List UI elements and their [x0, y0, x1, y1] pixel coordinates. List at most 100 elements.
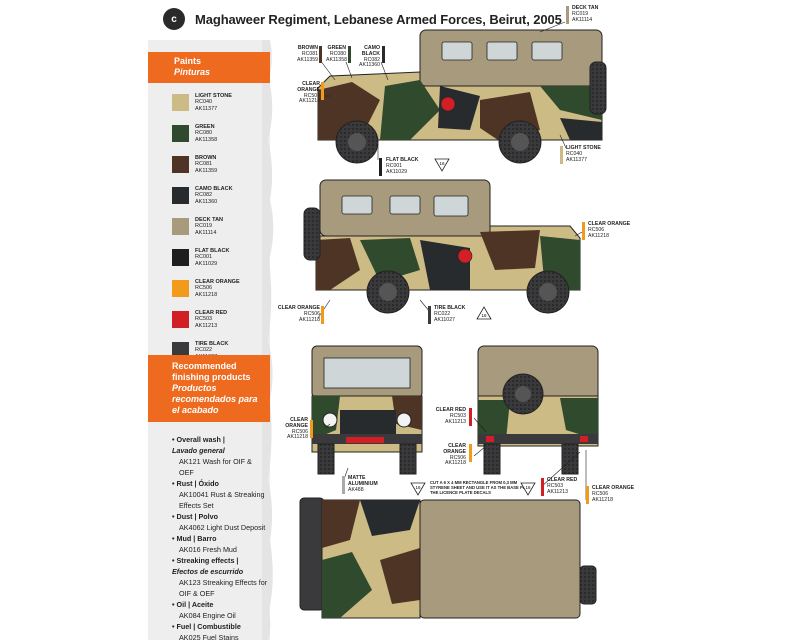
page-title: Maghaweer Regiment, Lebanese Armed Force…: [195, 11, 562, 27]
recommended-item-title: • Oil | Aceite: [172, 599, 268, 610]
clear-orange-5-swatch-tick: [469, 444, 472, 462]
recommended-item-product: AK123 Streaking Effects for: [179, 578, 268, 587]
svg-text:16: 16: [415, 485, 421, 490]
green-swatch-tick: [348, 46, 351, 63]
recommended-item-title: • Rust | Óxido: [172, 478, 268, 489]
paint-swatch: [172, 342, 189, 359]
paint-ak-code: AK11360: [195, 198, 218, 205]
recommended-item-title-es: Lavado general: [172, 446, 225, 455]
section-badge: c: [163, 8, 185, 30]
right-side-view: [303, 179, 581, 314]
paint-swatch: [172, 311, 189, 328]
tire-black-swatch-tick: [428, 306, 431, 324]
paint-ak-code: AK11377: [195, 105, 218, 112]
paint-rc-code: RC001: [195, 254, 213, 261]
recommended-item-product: AK10041 Rust & Streaking: [179, 490, 265, 499]
paint-rc-code: RC019: [195, 223, 213, 230]
paint-rc-code: RC040: [195, 99, 213, 106]
deck-tan-swatch-tick: [566, 6, 569, 24]
clear-orange-4-swatch-tick: [310, 420, 313, 438]
paint-name: TIRE BLACK: [195, 341, 229, 347]
paint-swatch: [172, 280, 189, 297]
bullet-icon: •: [172, 534, 177, 543]
svg-text:16: 16: [439, 161, 445, 166]
recommended-title-text: Oil | Aceite: [176, 600, 214, 609]
paint-ak-code: AK11029: [195, 260, 218, 267]
recommended-title-text: Streaking effects |: [176, 556, 239, 565]
bullet-icon: •: [172, 435, 177, 444]
paint-name: GREEN: [195, 124, 215, 130]
recommended-title-text: Mud | Barro: [176, 534, 217, 543]
view-mark-3: 16: [410, 482, 426, 496]
paint-ak-code: AK11213: [195, 322, 218, 329]
paint-rc-code: RC022: [195, 347, 213, 354]
bullet-icon: •: [172, 556, 177, 565]
recommended-item-title: • Fuel | Combustible: [172, 621, 268, 632]
front-view: [311, 345, 423, 475]
paint-name: CLEAR ORANGE: [195, 279, 240, 285]
paint-swatch: [172, 218, 189, 235]
paint-name: BROWN: [195, 155, 217, 161]
paint-swatch: [172, 187, 189, 204]
view-mark-2: 16: [476, 306, 492, 320]
callout-clear-orange-5: CLEAR ORANGE RC506 AK11218: [443, 443, 466, 467]
clear-orange-3-swatch-tick: [321, 306, 324, 324]
paints-header: Paints Pinturas: [148, 52, 270, 83]
callout-clear-red-1: CLEAR RED RC503 AK11213: [435, 407, 466, 425]
recommended-item-title: • Mud | Barro: [172, 533, 268, 544]
recommended-header: Recommended finishing products Productos…: [148, 355, 270, 422]
clear-orange-2-swatch-tick: [582, 222, 585, 240]
callout-matte-aluminium: MATTE ALUMINIUM AK488: [348, 475, 378, 493]
recommended-item-product: AK016 Fresh Mud: [179, 545, 237, 554]
recommended-item-title: • Overall wash |: [172, 434, 268, 445]
bullet-icon: •: [172, 479, 177, 488]
paint-ak-code: AK11358: [195, 136, 218, 143]
sidebar-brush-edge: [262, 40, 274, 640]
callout-tire-black: TIRE BLACK RC022 AK11027: [434, 305, 466, 323]
paints-header-es: Pinturas: [174, 67, 211, 77]
licence-plate-note: CUT A 6 X 4 MM RECTANGLE FROM 0,3 MM STY…: [430, 480, 529, 495]
recommended-header-es: Productos recomendados para el acabado: [172, 383, 258, 415]
light-stone-swatch-tick: [560, 146, 563, 164]
matte-aluminium-swatch-tick: [342, 476, 345, 494]
recommended-section: Recommended finishing products Productos…: [148, 355, 270, 422]
paint-name: FLAT BLACK: [195, 248, 230, 254]
recommended-header-en: Recommended finishing products: [172, 361, 251, 382]
paint-rc-code: RC080: [195, 130, 213, 137]
paint-ak-code: AK11218: [195, 291, 218, 298]
svg-text:16: 16: [481, 313, 487, 318]
paint-ak-code: AK11114: [195, 229, 217, 236]
callout-clear-orange-2: CLEAR ORANGE RC506 AK11218: [588, 221, 631, 239]
recommended-item-title-es: Efectos de escurrido: [172, 567, 244, 576]
recommended-item-product: AK121 Wash for OIF & OEF: [179, 457, 252, 477]
paint-rc-code: RC082: [195, 192, 213, 199]
recommended-title-text: Fuel | Combustible: [176, 622, 241, 631]
callout-green: GREEN RC080 AK11358: [326, 45, 347, 63]
callout-clear-orange-6: CLEAR ORANGE RC506 AK11218: [592, 485, 635, 503]
callout-clear-orange-3: CLEAR ORANGE RC506 AK11218: [277, 305, 320, 323]
paint-ak-code: AK11359: [195, 167, 218, 174]
clear-orange-6-swatch-tick: [586, 486, 589, 504]
paint-name: DECK TAN: [195, 217, 224, 223]
recommended-item-product: AK025 Fuel Stains: [179, 633, 239, 642]
paint-name: LIGHT STONE: [195, 93, 232, 99]
recommended-item-product: AK084 Engine Oil: [179, 611, 236, 620]
callout-light-stone: LIGHT STONE RC040 AK11377: [566, 145, 601, 163]
bullet-icon: •: [172, 622, 177, 631]
callout-deck-tan: DECK TAN RC019 AK11114: [572, 5, 599, 23]
camo-black-swatch-tick: [382, 46, 385, 63]
callout-clear-orange-4: CLEAR ORANGE RC506 AK11218: [285, 417, 308, 441]
